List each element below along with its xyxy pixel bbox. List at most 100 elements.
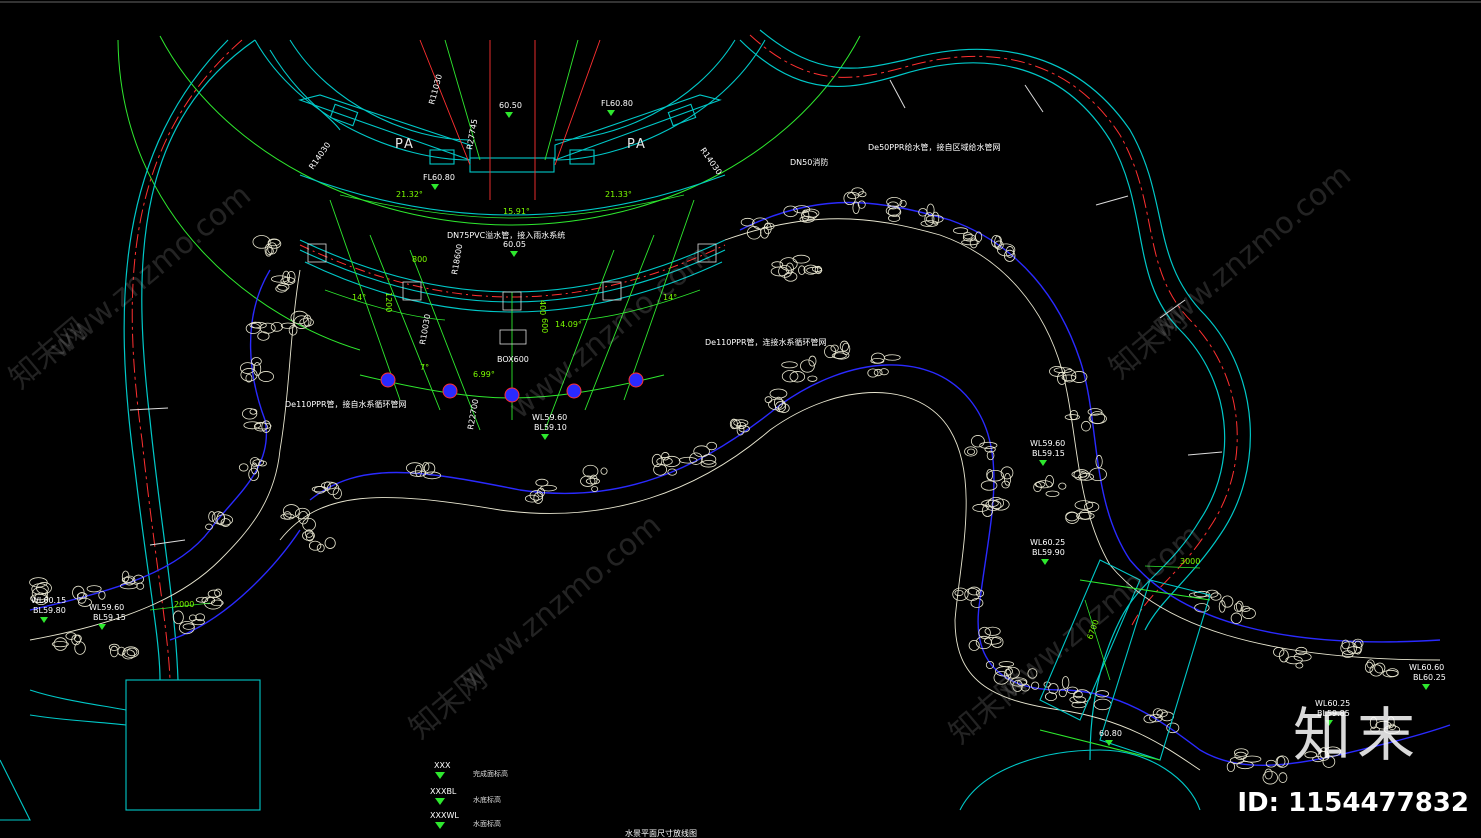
- rock: [879, 368, 889, 376]
- rock: [71, 634, 81, 646]
- radius-r11030: R11030: [427, 73, 444, 105]
- rock: [991, 234, 1002, 248]
- rock: [970, 597, 984, 608]
- rock: [117, 646, 126, 656]
- rock: [986, 469, 1004, 482]
- rock: [270, 321, 283, 332]
- rock: [729, 418, 738, 430]
- rock: [1031, 681, 1040, 690]
- rock: [252, 235, 271, 249]
- drawing-caption: 水景平面尺寸放线图: [625, 828, 697, 838]
- rock: [1369, 716, 1378, 729]
- water-channel: [29, 201, 1451, 771]
- rock: [422, 461, 430, 472]
- rock: [214, 588, 223, 597]
- rock: [1278, 772, 1288, 783]
- rock: [1057, 371, 1067, 385]
- rock: [689, 452, 703, 465]
- lamp-fixtures: [307, 243, 717, 345]
- rock: [656, 457, 673, 466]
- rock: [537, 487, 545, 498]
- room-label-pa-left: PA: [395, 137, 415, 152]
- dim-angle-tree-b: 6.99°: [473, 370, 495, 379]
- rock: [410, 470, 427, 477]
- rock: [1093, 698, 1112, 711]
- rock: [925, 214, 944, 224]
- radius-r27745: R27745: [465, 118, 479, 150]
- note-box600: BOX600: [497, 355, 529, 364]
- level-bl-right-upper: BL59.15: [1032, 449, 1065, 458]
- rock: [1388, 723, 1396, 731]
- radius-r14030-right: R14030: [698, 146, 723, 177]
- rock: [1241, 607, 1256, 619]
- rock: [1364, 661, 1374, 673]
- rock: [308, 540, 322, 551]
- rock: [1045, 490, 1060, 497]
- rock: [785, 262, 794, 275]
- rock: [899, 199, 907, 208]
- rock: [1074, 500, 1094, 510]
- watermark-brand-1: 知末网: [3, 311, 94, 396]
- rock: [238, 463, 249, 472]
- rock: [123, 575, 136, 586]
- rock: [1048, 683, 1059, 694]
- rock: [858, 191, 867, 198]
- rock: [978, 626, 991, 639]
- rock: [1275, 755, 1289, 768]
- rock: [533, 492, 544, 504]
- rock: [769, 388, 788, 399]
- rock: [986, 450, 995, 461]
- rock: [693, 445, 710, 458]
- level-bl-left-a: BL59.80: [33, 606, 66, 615]
- rock: [1230, 612, 1242, 624]
- rock: [1069, 695, 1086, 704]
- rock: [764, 222, 775, 230]
- rock: [740, 217, 755, 227]
- rock: [781, 361, 798, 369]
- rock: [1304, 751, 1318, 759]
- rock: [220, 518, 231, 527]
- rock: [251, 321, 267, 329]
- rock: [195, 613, 205, 622]
- rock: [975, 635, 992, 650]
- rock: [53, 637, 68, 651]
- rock: [979, 441, 998, 449]
- rock: [332, 487, 342, 500]
- image-id-label: ID: 1154477832: [1237, 788, 1469, 818]
- level-wl-right-mid: WL60.25: [1030, 538, 1065, 547]
- rock: [245, 373, 253, 383]
- rock: [423, 471, 442, 480]
- rock: [290, 310, 309, 325]
- rock: [1240, 605, 1251, 612]
- rock: [1265, 759, 1277, 768]
- level-bl-left-b: BL59.15: [93, 613, 126, 622]
- rock: [1027, 668, 1038, 679]
- rock: [969, 237, 978, 249]
- rock: [706, 441, 717, 451]
- rock: [1065, 511, 1080, 524]
- rock: [773, 396, 784, 409]
- rock: [783, 205, 798, 218]
- legend-symbol-fl: XXX: [434, 761, 451, 770]
- rock: [31, 583, 49, 595]
- dim-600: 600: [540, 318, 549, 333]
- rock: [1374, 662, 1386, 674]
- rock: [781, 370, 799, 383]
- rock: [208, 511, 216, 522]
- rock: [1370, 726, 1380, 733]
- level-wl-right-upper: WL59.60: [1030, 439, 1065, 448]
- rock: [205, 523, 213, 531]
- rock: [323, 481, 331, 491]
- rock: [953, 227, 969, 235]
- rock: [700, 459, 717, 468]
- note-de110-right: De110PPR管，连接水系循环管网: [705, 337, 827, 347]
- rock: [1193, 590, 1210, 598]
- rock: [831, 352, 847, 359]
- dim-angle-inner: 14.09°: [555, 320, 582, 329]
- rock: [1273, 647, 1285, 657]
- rock: [783, 271, 798, 282]
- level-markers: [40, 110, 1430, 746]
- dim-1200: 1200: [384, 292, 393, 312]
- rock: [423, 462, 436, 475]
